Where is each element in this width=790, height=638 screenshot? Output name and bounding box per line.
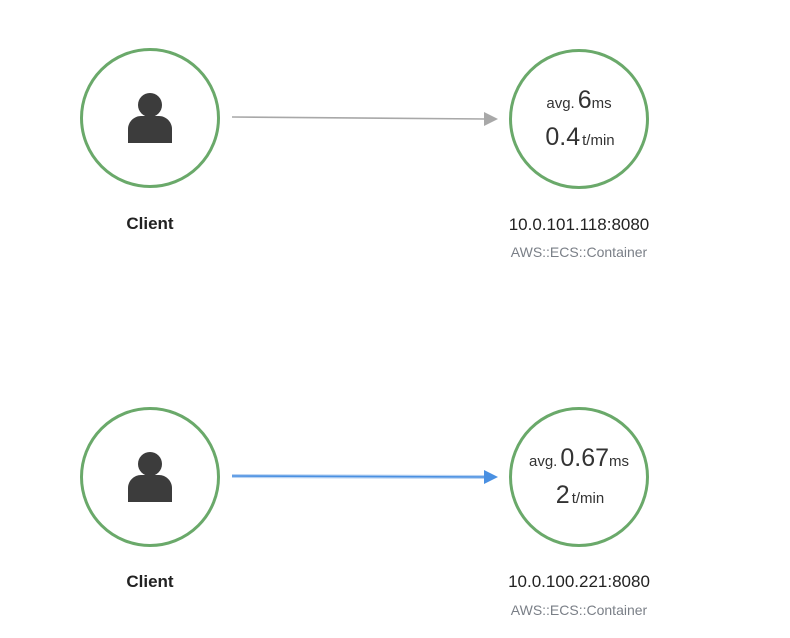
latency-metric: avg. 0.67 ms: [529, 444, 629, 473]
latency-unit: ms: [609, 453, 630, 470]
service-type: AWS::ECS::Container: [510, 244, 648, 260]
avg-prefix: avg.: [528, 453, 558, 470]
throughput-metric: 2 t/min: [554, 481, 604, 510]
edge-line: [231, 475, 487, 478]
latency-value: 6: [577, 86, 592, 114]
service-name: 10.0.100.221:8080: [508, 572, 650, 591]
client-node-1[interactable]: [80, 48, 220, 188]
edge-arrowhead: [484, 470, 498, 484]
edge-line: [231, 116, 487, 120]
client-node-2[interactable]: [80, 407, 220, 547]
latency-unit: ms: [591, 95, 612, 112]
user-icon: [128, 93, 172, 143]
service-type: AWS::ECS::Container: [510, 602, 648, 618]
avg-prefix: avg.: [546, 95, 575, 112]
service-node-2[interactable]: avg. 0.67 ms 2 t/min: [509, 407, 649, 547]
throughput-unit: t/min: [582, 132, 615, 149]
service-node-1[interactable]: avg. 6 ms 0.4 t/min: [509, 49, 649, 189]
latency-value: 0.67: [560, 444, 610, 472]
edge-arrowhead: [484, 112, 498, 126]
latency-metric: avg. 6 ms: [546, 86, 611, 115]
throughput-unit: t/min: [571, 490, 605, 507]
user-icon: [128, 452, 172, 502]
edge-client-1-to-service-1[interactable]: [231, 112, 498, 126]
throughput-value: 0.4: [545, 123, 581, 151]
client-label: Client: [126, 572, 174, 591]
client-label: Client: [126, 214, 174, 233]
edge-client-2-to-service-2[interactable]: [231, 470, 498, 484]
throughput-metric: 0.4 t/min: [543, 123, 614, 152]
throughput-value: 2: [555, 481, 570, 509]
service-name: 10.0.101.118:8080: [508, 215, 650, 234]
